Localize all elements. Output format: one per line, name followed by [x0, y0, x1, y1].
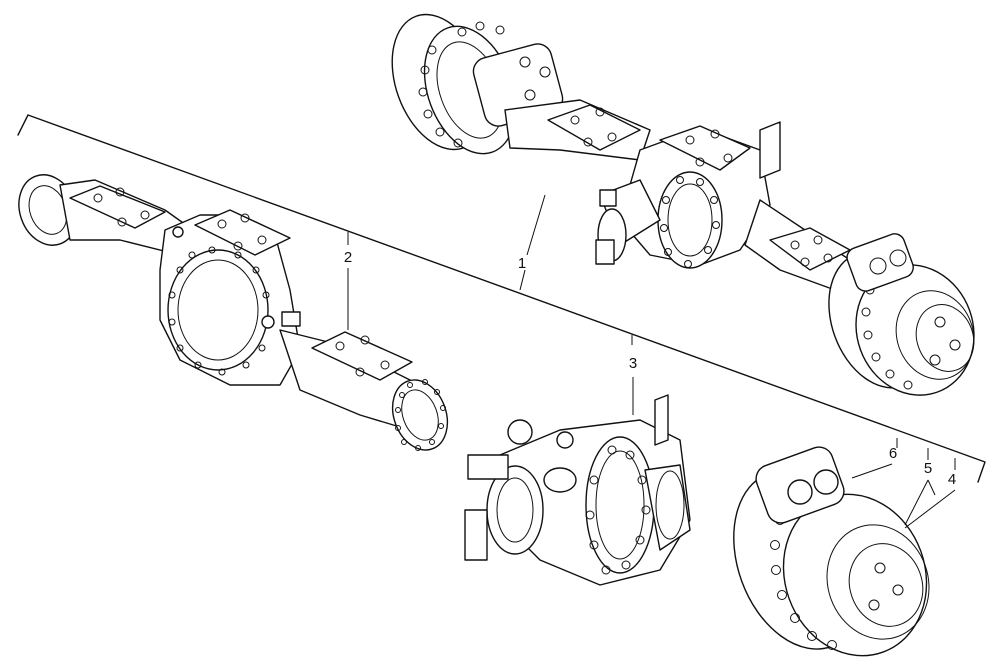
callout-4: 4	[948, 471, 956, 488]
callout-3: 3	[629, 355, 637, 372]
axle-housing	[18, 174, 449, 451]
differential-assembly	[464, 394, 691, 586]
group-bracket	[17, 114, 986, 483]
callout-6: 6	[889, 445, 897, 462]
callout-leaders	[347, 194, 956, 529]
callout-5: 5	[924, 460, 932, 477]
callout-2: 2	[344, 249, 352, 266]
complete-axle-assembly	[391, 13, 975, 396]
callout-1: 1	[518, 255, 526, 272]
wheel-hub-assembly	[733, 446, 930, 657]
